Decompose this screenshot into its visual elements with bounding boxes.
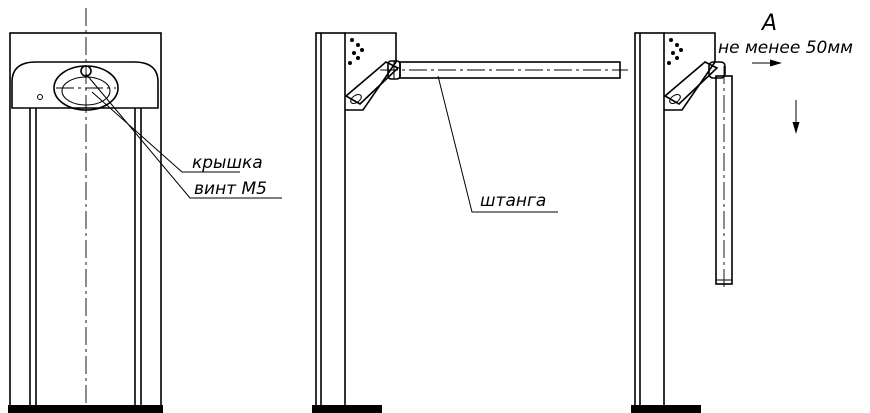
head-hole-icon (356, 43, 360, 47)
side-diagonal-arm (344, 61, 400, 105)
front-cover-outline (11, 61, 159, 109)
head-hole-icon (669, 38, 673, 42)
view-arrow-vertical-head (792, 122, 800, 134)
screw-label: винт М5 (194, 179, 267, 199)
small-hole-icon (37, 94, 43, 100)
side-view-lowered: А не менее 50мм (631, 11, 853, 413)
side-head-block-right (664, 32, 716, 111)
front-base-plate (8, 405, 163, 413)
view-arrow-horizontal-head (770, 59, 782, 67)
front-body-outline (9, 32, 162, 411)
side-view-horizontal: штанга (312, 32, 628, 413)
bar-hub-right (708, 61, 726, 79)
bar-label: штанга (480, 191, 546, 211)
side-head-block (345, 32, 397, 111)
head-hole-icon (667, 61, 671, 65)
head-hole-icon (360, 48, 364, 52)
screw-leader-line (85, 73, 282, 199)
head-hole-icon (356, 56, 360, 60)
bar-leader-line (437, 75, 558, 213)
side-diagonal-arm-right (663, 61, 719, 105)
head-hole-icon (350, 38, 354, 42)
arm-slot-right (669, 94, 681, 104)
head-hole-icon (352, 51, 356, 55)
side-base-plate (312, 405, 382, 413)
cover-leader-line (91, 91, 240, 173)
head-hole-icon (679, 48, 683, 52)
side-base-plate-right (631, 405, 701, 413)
clearance-label: не менее 50мм (718, 38, 853, 58)
arm-slot (350, 94, 362, 104)
cover-label: крышка (192, 153, 263, 173)
view-letter: А (760, 11, 777, 36)
head-hole-icon (675, 43, 679, 47)
head-hole-icon (348, 61, 352, 65)
head-hole-icon (671, 51, 675, 55)
front-view: крышка винт М5 (8, 8, 282, 413)
head-hole-icon (675, 56, 679, 60)
